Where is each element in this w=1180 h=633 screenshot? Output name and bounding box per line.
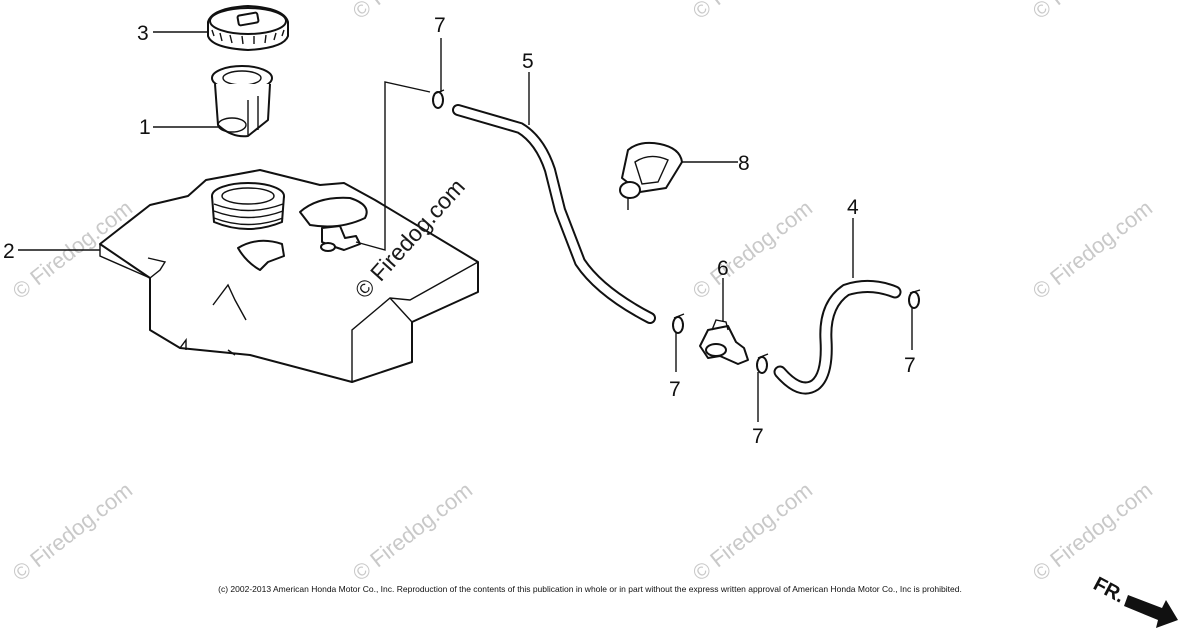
watermark: © Firedog.com [348,0,477,24]
callout-6: 6 [717,257,729,280]
leader-lines [18,31,913,422]
callout-1: 1 [139,116,151,139]
watermark: © Firedog.com [8,477,137,586]
front-direction-indicator: FR. [1090,573,1178,628]
callout-5: 5 [522,50,534,73]
fuel-valve [699,319,749,365]
callout-7: 7 [752,425,764,448]
watermark: © Firedog.com [688,195,817,304]
fuel-strainer [211,65,273,138]
watermark: © Firedog.com [1028,0,1157,24]
hose-clamp [908,289,921,309]
watermark: © Firedog.com [348,477,477,586]
callout-7: 7 [434,14,446,37]
hose-clamps [432,89,921,374]
hose-clip [619,141,683,210]
copyright-notice: (c) 2002-2013 American Honda Motor Co., … [218,584,962,594]
watermark: © Firedog.com [1028,195,1157,304]
callout-4: 4 [847,196,859,219]
arrow-right-icon [1124,595,1178,628]
watermark: © Firedog.com [1028,477,1157,586]
watermark: © Firedog.com [688,477,817,586]
hose-clamp [672,313,685,334]
fuel-hose-upper [452,104,656,324]
callout-8: 8 [738,152,750,175]
watermark: © Firedog.com [688,0,817,24]
hose-clamp [432,89,445,109]
fuel-tank [99,169,479,383]
fuel-cap [207,5,289,51]
callout-7: 7 [904,354,916,377]
callouts: 3 1 2 7 5 8 4 6 7 7 7 [3,14,916,448]
callout-7: 7 [669,378,681,401]
fuel-hose-lower [773,280,902,395]
callout-2: 2 [3,240,15,263]
hose-clamp [756,353,769,374]
callout-3: 3 [137,22,149,45]
